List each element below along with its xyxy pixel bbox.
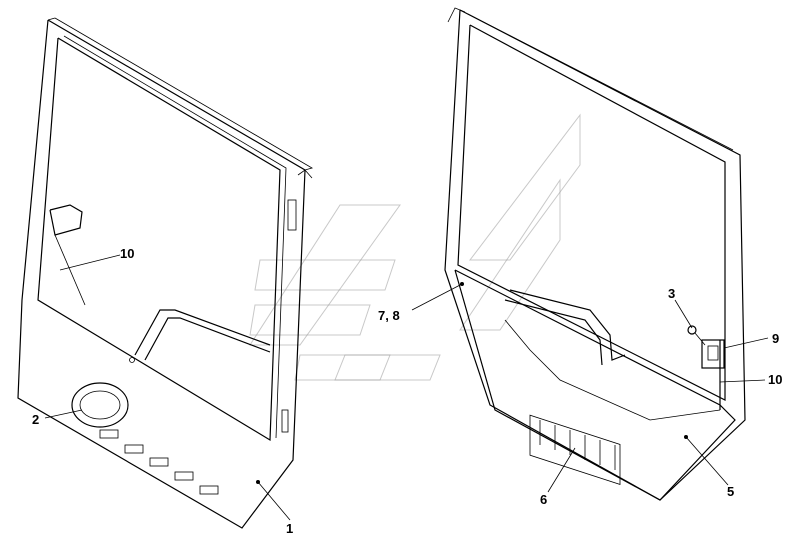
callout-10-left: 10 [120,246,134,261]
callout-5: 5 [727,484,734,499]
callout-9: 9 [772,331,779,346]
callout-1: 1 [286,521,293,536]
leader-lines [44,254,769,521]
callout-2: 2 [32,412,39,427]
watermark-logo [249,113,581,381]
left-vent-slots [99,429,219,495]
right-door [444,7,746,501]
callout-6: 6 [540,492,547,507]
callout-3: 3 [668,286,675,301]
left-door [17,17,314,529]
callout-10-right: 10 [768,372,782,387]
right-vent-grille [529,414,621,485]
callout-7-8: 7, 8 [378,308,400,323]
